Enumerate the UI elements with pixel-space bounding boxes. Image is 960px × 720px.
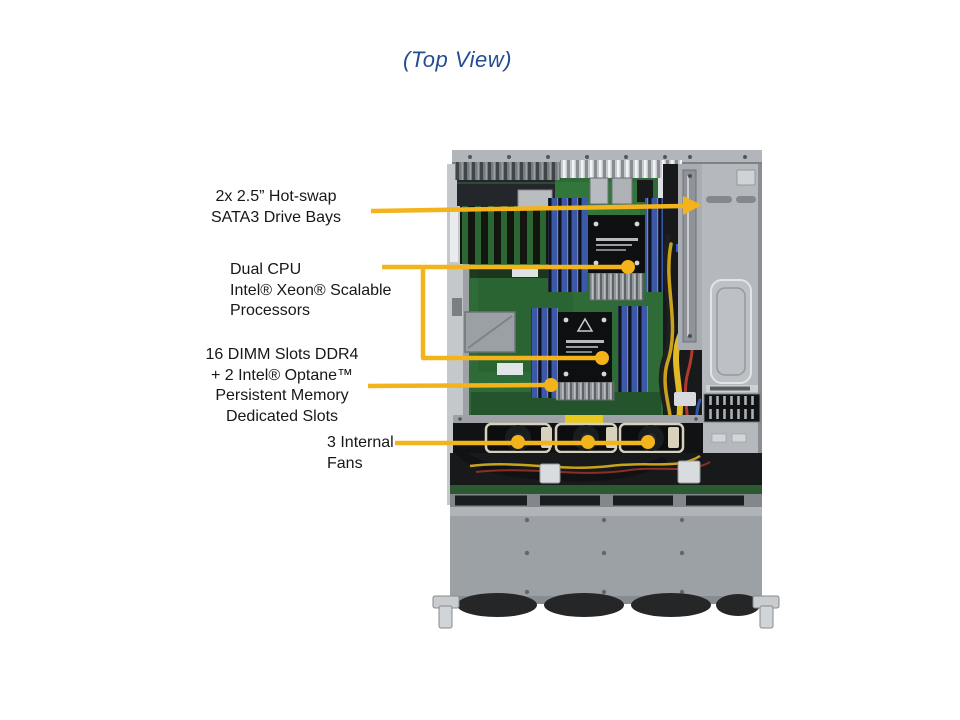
callout-dot-fan1 <box>511 435 525 449</box>
callout-dimm-slots-line1: 16 DIMM Slots DDR4 <box>205 346 359 363</box>
cpu2-heatsink <box>555 312 615 401</box>
warning-triangle-icon <box>576 317 594 332</box>
callout-drive-bays-line1: 2x 2.5” Hot-swap <box>215 188 337 205</box>
chipset-heatsink <box>464 311 523 375</box>
callout-line-drive-bays <box>370 203 686 214</box>
callout-line-dual-cpu-branch <box>420 267 600 361</box>
callout-dual-cpu-line1: Dual CPU <box>230 261 302 278</box>
psu-vent-grille <box>703 393 761 423</box>
callout-internal-fans-line2: Fans <box>327 454 363 472</box>
dimm-bank-cpu2-right <box>618 306 648 392</box>
callout-internal-fans: 3 Internal Fans <box>327 433 437 474</box>
drive-bay-tops <box>450 494 762 507</box>
callout-dot-dimm <box>544 378 558 392</box>
pcie-slots <box>460 206 554 264</box>
power-supply-bay <box>702 164 762 505</box>
callout-dimm-slots-line3: Persistent Memory <box>215 387 349 404</box>
backplane-board <box>450 485 762 494</box>
chassis-foot-left <box>432 595 460 629</box>
callout-dimm-slots-line2: + 2 Intel® Optane™ <box>210 366 354 384</box>
pcie-slots-row2 <box>470 268 550 278</box>
callout-dual-cpu-line3: Processors <box>230 302 311 319</box>
callout-dimm-slots: 16 DIMM Slots DDR4 + 2 Intel® Optane™ Pe… <box>178 345 386 427</box>
figure-title: (Top View) <box>403 47 512 72</box>
callout-dual-cpu: Dual CPU Intel® Xeon® Scalable Processor… <box>230 260 415 322</box>
cpu1-heatsink <box>588 215 645 301</box>
callout-dot-cpu2 <box>595 351 609 365</box>
callout-drive-bays-line2: SATA3 Drive Bays <box>210 208 342 226</box>
chassis-foot-right <box>752 595 780 629</box>
callout-drive-bays: 2x 2.5” Hot-swap SATA3 Drive Bays <box>170 187 382 228</box>
rear-io-fins <box>455 160 682 206</box>
callout-dual-cpu-line2: Intel® Xeon® Scalable <box>230 281 392 299</box>
callout-line-dimm <box>367 382 550 389</box>
callout-dimm-slots-line4: Dedicated Slots <box>225 407 339 425</box>
yellow-sticker <box>565 415 603 423</box>
front-bezel-handles <box>457 593 760 617</box>
callout-dot-cpu1 <box>621 260 635 274</box>
front-panel <box>450 507 762 604</box>
callout-dot-fan2 <box>581 435 595 449</box>
dimm-bank-cpu1-left <box>548 198 587 292</box>
callout-arrowhead-drive-bays <box>683 196 702 215</box>
hot-swap-drive-bay <box>678 164 702 350</box>
callout-lines <box>367 196 702 449</box>
callout-internal-fans-line1: 3 Internal <box>327 434 394 451</box>
fan-shroud-bar <box>453 415 703 423</box>
callout-dot-fan3 <box>641 435 655 449</box>
front-cable-zone <box>450 445 762 485</box>
